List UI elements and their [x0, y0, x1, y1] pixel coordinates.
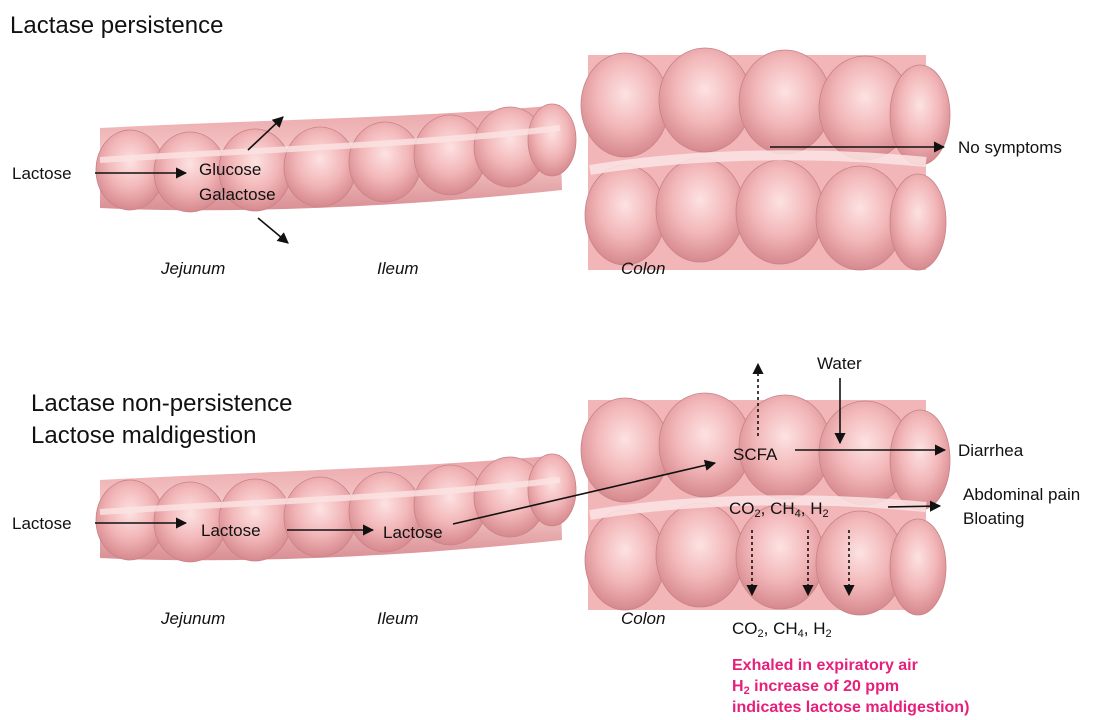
label-lactose-jejunum: Lactose	[201, 522, 261, 539]
label-lactose-input: Lactose	[12, 515, 72, 532]
small-intestine-bottom	[96, 454, 576, 562]
label-gases-in-colon: CO2, CH4, H2	[729, 500, 829, 517]
region-jejunum-bottom: Jejunum	[161, 610, 225, 627]
label-galactose: Galactose	[199, 186, 276, 203]
label-diarrhea: Diarrhea	[958, 442, 1023, 459]
arrow-to-pain	[888, 506, 940, 507]
region-jejunum-top: Jejunum	[161, 260, 225, 277]
label-glucose: Glucose	[199, 161, 261, 178]
region-colon-top: Colon	[621, 260, 665, 277]
label-water: Water	[817, 355, 862, 372]
label-lactose-ileum: Lactose	[383, 524, 443, 541]
small-intestine-top	[96, 104, 576, 212]
label-abdominal-pain: Abdominal pain	[963, 486, 1080, 503]
colon-top	[581, 48, 950, 270]
region-ileum-top: Ileum	[377, 260, 419, 277]
label-no-symptoms: No symptoms	[958, 139, 1062, 156]
title-lactase-persistence: Lactase persistence	[10, 10, 223, 42]
note-exhaled-air: Exhaled in expiratory air H2 increase of…	[732, 656, 969, 718]
arrow-galactose-absorbed	[258, 218, 288, 243]
label-lactose-top: Lactose	[12, 165, 72, 182]
title-lactose-maldigestion: Lactose maldigestion	[31, 420, 256, 452]
note-line-2: H2 increase of 20 ppm	[732, 677, 969, 698]
region-colon-bottom: Colon	[621, 610, 665, 627]
note-line-1: Exhaled in expiratory air	[732, 656, 969, 677]
label-bloating: Bloating	[963, 510, 1024, 527]
region-ileum-bottom: Ileum	[377, 610, 419, 627]
note-line-3: indicates lactose maldigestion)	[732, 698, 969, 719]
title-lactase-non-persistence: Lactase non-persistence	[31, 388, 293, 420]
label-scfa: SCFA	[733, 446, 777, 463]
label-gases-exhaled: CO2, CH4, H2	[732, 620, 832, 637]
